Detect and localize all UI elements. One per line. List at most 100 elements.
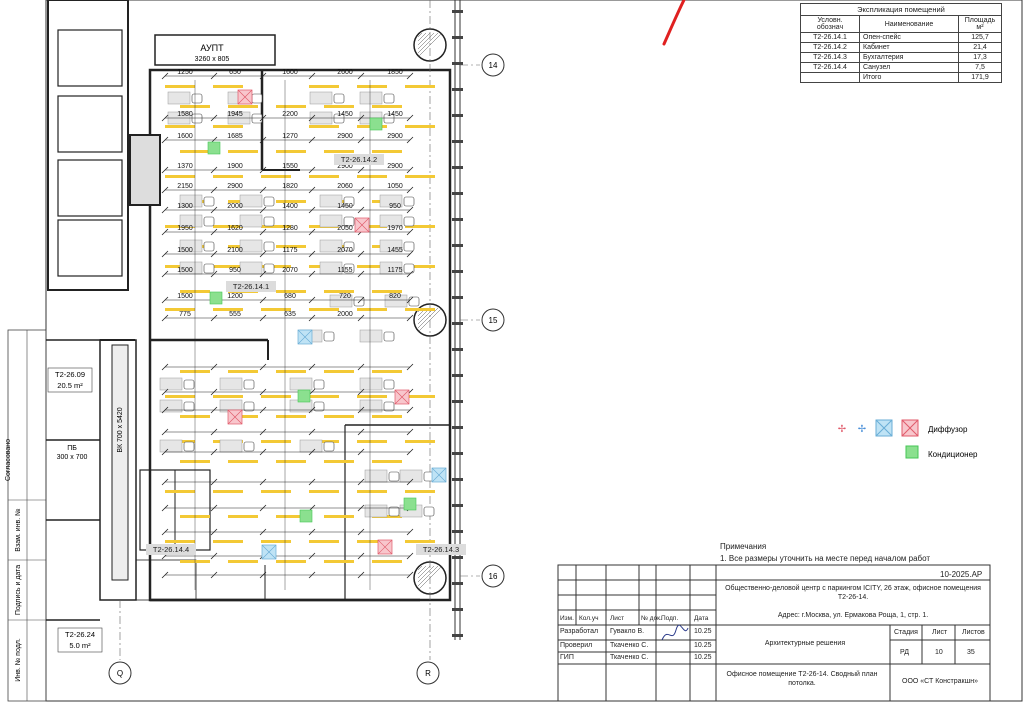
svg-text:820: 820 bbox=[389, 293, 401, 300]
svg-text:1580: 1580 bbox=[177, 111, 193, 118]
company-name: ООО «СТ Констракшн» bbox=[902, 678, 978, 685]
svg-text:1450: 1450 bbox=[337, 111, 353, 118]
legend-ac-label: Кондиционер bbox=[928, 450, 978, 459]
svg-text:1550: 1550 bbox=[282, 163, 298, 170]
title-block-grid bbox=[557, 564, 991, 702]
workstations bbox=[159, 91, 435, 518]
svg-text:650: 650 bbox=[229, 69, 241, 76]
svg-text:680: 680 bbox=[284, 293, 296, 300]
svg-text:2900: 2900 bbox=[337, 163, 353, 170]
stage-value: РД bbox=[900, 649, 909, 656]
svg-text:1200: 1200 bbox=[227, 293, 243, 300]
svg-text:1820: 1820 bbox=[282, 183, 298, 190]
room-t2-26-09-code: T2-26.09 bbox=[55, 370, 85, 379]
svg-text:✢: ✢ bbox=[838, 424, 846, 435]
svg-text:1270: 1270 bbox=[282, 133, 298, 140]
axis-bubble-q: Q bbox=[108, 661, 132, 685]
pb-size: 300 x 700 bbox=[57, 454, 88, 461]
legend-diffuser-label: Диффузор bbox=[928, 425, 968, 434]
date-checker: 10.25 bbox=[694, 642, 712, 649]
svg-text:2200: 2200 bbox=[282, 111, 298, 118]
strip-vzam: Взам. инв. № bbox=[15, 508, 22, 551]
room-t2-26-24-code: T2-26.24 bbox=[65, 630, 95, 639]
svg-text:1500: 1500 bbox=[177, 293, 193, 300]
notes-title: Примечания bbox=[720, 542, 767, 551]
svg-text:2600: 2600 bbox=[337, 69, 353, 76]
svg-text:1370: 1370 bbox=[177, 163, 193, 170]
sheets-header: Листов bbox=[962, 629, 985, 636]
col-header-izm: Изм. bbox=[560, 615, 574, 622]
svg-text:1950: 1950 bbox=[177, 225, 193, 232]
col-header-date: Дата bbox=[694, 615, 709, 622]
diffuser-symbols-icon: ✢ ✢ bbox=[838, 419, 919, 437]
strip-inv-podl: Инв. № подл. bbox=[15, 638, 22, 682]
role-checker: Проверил bbox=[560, 642, 593, 649]
svg-text:T2-26.14.2: T2-26.14.2 bbox=[341, 155, 377, 164]
svg-text:1175: 1175 bbox=[387, 267, 402, 274]
axis-bubble-15: 15 bbox=[481, 308, 505, 332]
svg-text:2050: 2050 bbox=[337, 225, 353, 232]
svg-text:1945: 1945 bbox=[227, 111, 243, 118]
object-name: Общественно-деловой центр с паркингом IC… bbox=[725, 585, 981, 601]
svg-text:2000: 2000 bbox=[337, 311, 353, 318]
svg-text:Q: Q bbox=[117, 669, 123, 678]
svg-text:1600: 1600 bbox=[282, 69, 298, 76]
room-label: T2-26.14.3 bbox=[416, 544, 466, 555]
col-header-podp: Подп. bbox=[661, 615, 679, 622]
name-developer: Гувакло В. bbox=[610, 628, 645, 635]
svg-text:1620: 1620 bbox=[227, 225, 243, 232]
signature-scribble bbox=[661, 624, 689, 641]
svg-text:15: 15 bbox=[489, 316, 498, 325]
svg-text:1685: 1685 bbox=[227, 133, 243, 140]
svg-text:1500: 1500 bbox=[177, 247, 193, 254]
explication-header-name: Наименование bbox=[859, 15, 959, 33]
svg-text:1455: 1455 bbox=[387, 247, 403, 254]
walls bbox=[46, 0, 452, 621]
svg-text:635: 635 bbox=[284, 311, 296, 318]
date-gip: 10.25 bbox=[694, 654, 712, 661]
name-gip: Ткаченко С. bbox=[610, 654, 649, 661]
aupt-title: АУПТ bbox=[200, 43, 224, 53]
section-name: Архитектурные решения bbox=[764, 640, 846, 647]
col-header-doc: № док. bbox=[641, 615, 662, 622]
col-header-koluch: Кол.уч bbox=[579, 615, 599, 622]
svg-text:1450: 1450 bbox=[387, 111, 403, 118]
note-item: 1. Все размеры уточнить на месте перед н… bbox=[720, 554, 931, 563]
svg-text:14: 14 bbox=[489, 61, 498, 70]
svg-text:✢: ✢ bbox=[858, 424, 866, 435]
explication-title: Экспликация помещений bbox=[800, 3, 1002, 16]
svg-text:1155: 1155 bbox=[337, 267, 352, 274]
ac-symbol-icon bbox=[905, 445, 919, 459]
legend: ✢ ✢ Диффузор Кондиционер bbox=[838, 419, 978, 459]
role-developer: Разработал bbox=[560, 628, 599, 635]
svg-text:1300: 1300 bbox=[177, 203, 193, 210]
svg-text:2070: 2070 bbox=[282, 267, 298, 274]
svg-text:1900: 1900 bbox=[227, 163, 243, 170]
room-t2-26-09-area: 20.5 m² bbox=[57, 381, 83, 390]
axis-bubble-r: R bbox=[416, 661, 440, 685]
doc-code: 10-2025.АР bbox=[940, 570, 983, 579]
svg-text:2100: 2100 bbox=[227, 247, 243, 254]
svg-text:T2-26.14.3: T2-26.14.3 bbox=[423, 545, 459, 554]
role-gip: ГИП bbox=[560, 654, 574, 661]
svg-text:2150: 2150 bbox=[177, 183, 193, 190]
svg-text:1970: 1970 bbox=[387, 225, 403, 232]
room-t2-26-24-area: 5.0 m² bbox=[69, 641, 91, 650]
strip-podpis: Подпись и дата bbox=[15, 565, 22, 615]
light-fixtures bbox=[165, 85, 435, 563]
svg-text:950: 950 bbox=[229, 267, 241, 274]
svg-text:16: 16 bbox=[489, 572, 498, 581]
room-label: T2-26.14.2 bbox=[334, 154, 384, 165]
svg-text:1175: 1175 bbox=[282, 247, 297, 254]
svg-text:1500: 1500 bbox=[177, 267, 193, 274]
explication-table: Экспликация помещений Условн. обознач На… bbox=[800, 3, 1002, 83]
sheets-value: 35 bbox=[967, 649, 975, 656]
dimension-lines bbox=[161, 72, 414, 590]
axis-bubble-14: 14 bbox=[481, 53, 505, 77]
hvac-devices bbox=[207, 89, 447, 560]
